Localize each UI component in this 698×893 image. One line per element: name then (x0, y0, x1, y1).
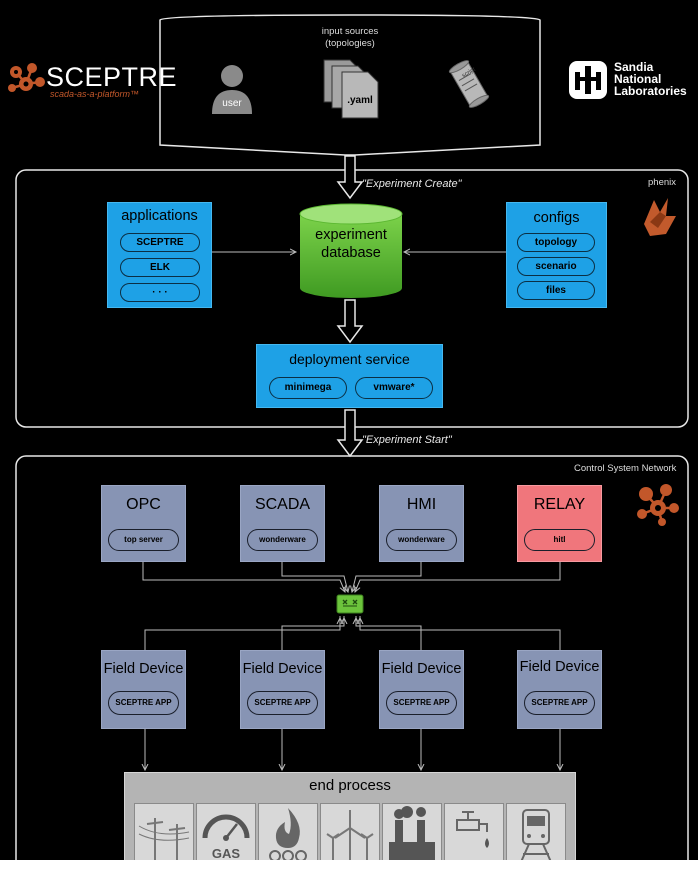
node-scada-sub: wonderware (247, 529, 318, 551)
fire-icon (258, 803, 318, 860)
script-scroll-icon: script (446, 58, 492, 110)
field-device-4-title: Field Device (519, 659, 600, 675)
end-process-title: end process (309, 777, 391, 794)
node-relay: RELAY hitl (517, 485, 602, 562)
node-opc: OPC top server (101, 485, 186, 562)
control-network-container (15, 455, 689, 860)
field-device-3: Field Device SCEPTRE APP (379, 650, 464, 729)
config-item-scenario: scenario (517, 257, 595, 276)
yaml-label: .yaml (347, 95, 373, 106)
sceptre-mark-icon (8, 63, 45, 92)
node-opc-title: OPC (126, 496, 161, 513)
wind-turbine-icon (320, 803, 380, 860)
deployment-title: deployment service (289, 351, 410, 367)
database-line1: experiment (315, 227, 387, 243)
node-hmi: HMI wonderware (379, 485, 464, 562)
field-device-4: Field Device SCEPTRE APP (517, 650, 602, 729)
arrow-start (336, 409, 364, 458)
config-item-files: files (517, 281, 595, 300)
user-icon: user (206, 60, 258, 114)
field-device-2-title: Field Device (242, 661, 323, 677)
power-lines-icon (134, 803, 194, 860)
node-hmi-sub: wonderware (386, 529, 457, 551)
factory-icon (382, 803, 442, 860)
database-cylinder-icon (299, 203, 403, 298)
arrow-db-deploy (336, 299, 364, 344)
sandia-line3: Laboratories (614, 84, 687, 98)
connector-layer (15, 14, 689, 860)
field-device-1-sub: SCEPTRE APP (108, 691, 179, 715)
config-item-topology: topology (517, 233, 595, 252)
applications-panel: applications SCEPTRE ELK · · · (107, 202, 212, 308)
deploy-item-vmware: vmware* (355, 377, 433, 399)
deployment-service-panel: deployment service minimega vmware* (256, 344, 443, 408)
field-device-2: Field Device SCEPTRE APP (240, 650, 325, 729)
database-line2: database (321, 245, 381, 261)
input-sources-title: input sources (topologies) (300, 26, 400, 50)
input-sources-line1: input sources (321, 26, 379, 37)
applications-title: applications (121, 208, 198, 224)
sandia-thunderbird-icon (569, 61, 607, 99)
gas-gauge-icon: GAS (196, 803, 256, 860)
field-device-1: Field Device SCEPTRE APP (101, 650, 186, 729)
sceptre-logo: SCEPTRE scada-as-a-platform™ (4, 58, 177, 100)
experiment-start-label: "Experiment Start" (362, 434, 452, 446)
architecture-diagram: input sources (topologies) user .yaml (0, 0, 698, 860)
sceptre-tagline: scada-as-a-platform™ (50, 89, 140, 99)
field-device-4-sub: SCEPTRE APP (524, 691, 595, 715)
train-icon (506, 803, 566, 860)
sandia-name: Sandia National Laboratories (614, 61, 687, 97)
arrow-create (336, 155, 364, 200)
field-device-1-title: Field Device (103, 661, 184, 677)
configs-title: configs (533, 210, 580, 226)
yaml-files-icon: .yaml (322, 58, 380, 120)
node-scada-title: SCADA (254, 496, 311, 513)
field-device-3-title: Field Device (381, 661, 462, 677)
input-sources-funnel (159, 14, 541, 156)
app-item-elk: ELK (120, 258, 200, 277)
node-relay-sub: hitl (524, 529, 595, 551)
phenix-label: phenix (648, 177, 676, 188)
sandia-logo: Sandia National Laboratories (568, 60, 688, 104)
gas-label: GAS (211, 846, 241, 860)
field-device-2-sub: SCEPTRE APP (247, 691, 318, 715)
user-label: user (222, 98, 242, 109)
sceptre-network-icon (637, 484, 679, 526)
node-relay-title: RELAY (533, 496, 586, 513)
node-hmi-title: HMI (406, 496, 437, 513)
configs-panel: configs topology scenario files (506, 202, 607, 308)
node-opc-sub: top server (108, 529, 179, 551)
field-device-3-sub: SCEPTRE APP (386, 691, 457, 715)
network-switch-icon (336, 594, 364, 614)
deploy-item-minimega: minimega (269, 377, 347, 399)
sandia-line2: National (614, 72, 662, 86)
sandia-line1: Sandia (614, 60, 654, 74)
app-item-more: · · · (120, 283, 200, 302)
experiment-create-label: "Experiment Create" (362, 178, 462, 190)
app-item-sceptre: SCEPTRE (120, 233, 200, 252)
water-faucet-icon (444, 803, 504, 860)
database-label: experiment database (298, 226, 404, 262)
control-network-label: Control System Network (574, 463, 677, 474)
sceptre-title: SCEPTRE (46, 62, 178, 92)
node-scada: SCADA wonderware (240, 485, 325, 562)
input-sources-line2: (topologies) (325, 38, 375, 49)
experiment-database: experiment database (298, 202, 404, 300)
phenix-bird-icon (644, 198, 676, 236)
